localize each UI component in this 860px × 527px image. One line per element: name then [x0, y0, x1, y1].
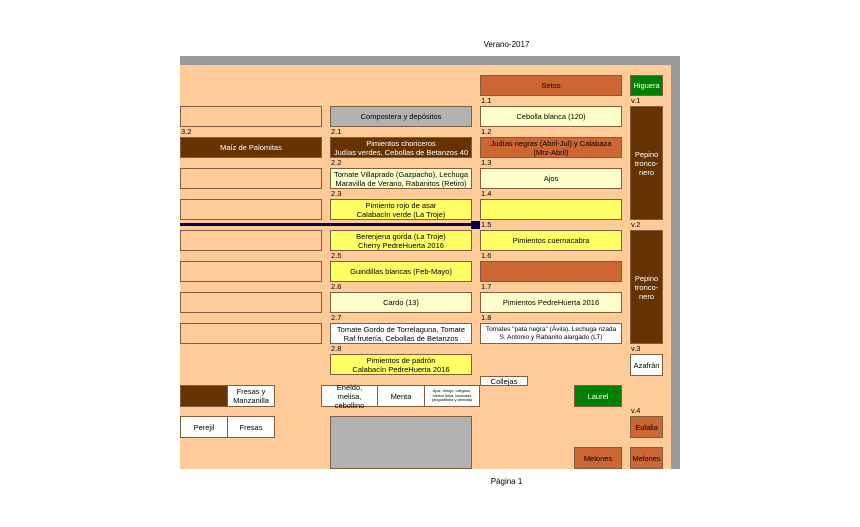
page-title: Verano-2017 — [483, 40, 530, 49]
left-bed-4 — [180, 199, 322, 220]
bed-menta[interactable]: Menta — [377, 385, 425, 407]
bed-eulalia[interactable]: Eulalia — [630, 416, 663, 438]
bed-2-4[interactable]: Berenjena gorda (La Troje) Cherry PedreH… — [330, 230, 472, 251]
garden-shadow-right — [671, 56, 680, 469]
bed-2-1[interactable]: Pimientos choriceros Judías verdes, Cebo… — [330, 137, 472, 158]
bed-1-4[interactable] — [480, 199, 622, 220]
bed-setos[interactable]: Setos — [480, 75, 622, 96]
bed-2-8[interactable]: Pimientos de padrón Calabacín PedreHuert… — [330, 354, 472, 375]
bed-gray-bottom — [330, 416, 472, 469]
section-label-1-8: 1.8 — [481, 313, 492, 322]
bed-fresas[interactable]: Fresas — [227, 416, 275, 438]
left-bed-8 — [180, 323, 322, 344]
bed-pepino-1[interactable]: Pepino tronco- nero — [630, 106, 663, 220]
section-label-v-1: v.1 — [631, 96, 641, 105]
bed-laurel[interactable]: Laurel — [574, 385, 622, 407]
section-label-3-2: 3.2 — [181, 127, 192, 136]
bed-pepino-2[interactable]: Pepino tronco- nero — [630, 230, 663, 344]
bed-melones-right[interactable]: Melones — [574, 447, 622, 469]
central-path-end — [471, 221, 480, 229]
left-bed-dark-small — [180, 385, 228, 407]
left-bed-1 — [180, 106, 322, 127]
bed-1-8[interactable]: Tomates "pata negra" (Ávila), Lechuga ri… — [480, 323, 622, 344]
bed-compostera[interactable]: Compostera y depósitos — [330, 106, 472, 127]
section-label-2-5: 2.5 — [331, 251, 342, 260]
section-label-1-4: 1.4 — [481, 189, 492, 198]
left-bed-7 — [180, 292, 322, 313]
section-label-2-1: 2.1 — [331, 127, 342, 136]
section-label-v-3: v.3 — [631, 344, 641, 353]
bed-2-5[interactable]: Guindillas blancas (Feb-Mayo) — [330, 261, 472, 282]
bed-1-2[interactable]: Judías negras (Abril-Jul) y Calabaza (Mr… — [480, 137, 622, 158]
bed-azafran[interactable]: Azafrán — [630, 354, 663, 376]
section-label-2-6: 2.6 — [331, 282, 342, 291]
garden-shadow-top — [180, 56, 680, 65]
section-label-v-4: v.4 — [631, 406, 641, 415]
section-label-v-2: v.2 — [631, 220, 641, 229]
bed-fresas-manzanilla[interactable]: Fresas y Manzanilla — [227, 385, 275, 407]
bed-1-6[interactable] — [480, 261, 622, 282]
section-label-2-8: 2.8 — [331, 344, 342, 353]
section-label-1-6: 1.6 — [481, 251, 492, 260]
section-label-1-2: 1.2 — [481, 127, 492, 136]
section-label-1-5: 1.5 — [481, 220, 492, 229]
left-bed-5 — [180, 230, 322, 251]
section-label-1-1: 1.1 — [481, 96, 492, 105]
section-label-2-3: 2.3 — [331, 189, 342, 198]
bed-ajos-hinojo[interactable]: Ajos, hinojo, orégano, hierba luisa, lav… — [424, 385, 480, 407]
left-bed-3 — [180, 168, 322, 189]
bed-2-2[interactable]: Tomate Villaprado (Gazpacho), Lechuga Ma… — [330, 168, 472, 189]
bed-maiz-palomitas[interactable]: Maíz de Palomitas — [180, 137, 322, 158]
bed-melones-far-right[interactable]: Melones — [630, 447, 663, 469]
bed-2-6[interactable]: Cardo (13) — [330, 292, 472, 313]
bed-1-1[interactable]: Cebolla blanca (120) — [480, 106, 622, 127]
page-footer: Página 1 — [490, 477, 523, 486]
bed-2-3[interactable]: Pimiento rojo de asar Calabacín verde (L… — [330, 199, 472, 220]
bed-higuera[interactable]: Higuera — [630, 75, 663, 96]
bed-collejas[interactable]: Collejas — [480, 376, 528, 386]
bed-1-5[interactable]: Pimientos cuernacabra — [480, 230, 622, 251]
central-path — [180, 223, 480, 226]
section-label-1-3: 1.3 — [481, 158, 492, 167]
section-label-1-7: 1.7 — [481, 282, 492, 291]
left-bed-6 — [180, 261, 322, 282]
bed-eneldo[interactable]: Eneldo, melisa, cebollino — [321, 383, 378, 410]
section-label-2-2: 2.2 — [331, 158, 342, 167]
bed-perejil[interactable]: Perejil — [180, 416, 228, 438]
bed-1-3[interactable]: Ajos — [480, 168, 622, 189]
bed-2-7[interactable]: Tomate Gordo de Torrelaguna, Tomate Raf … — [330, 323, 472, 344]
bed-1-7[interactable]: Pimientos PedreHuerta 2016 — [480, 292, 622, 313]
section-label-2-7: 2.7 — [331, 313, 342, 322]
